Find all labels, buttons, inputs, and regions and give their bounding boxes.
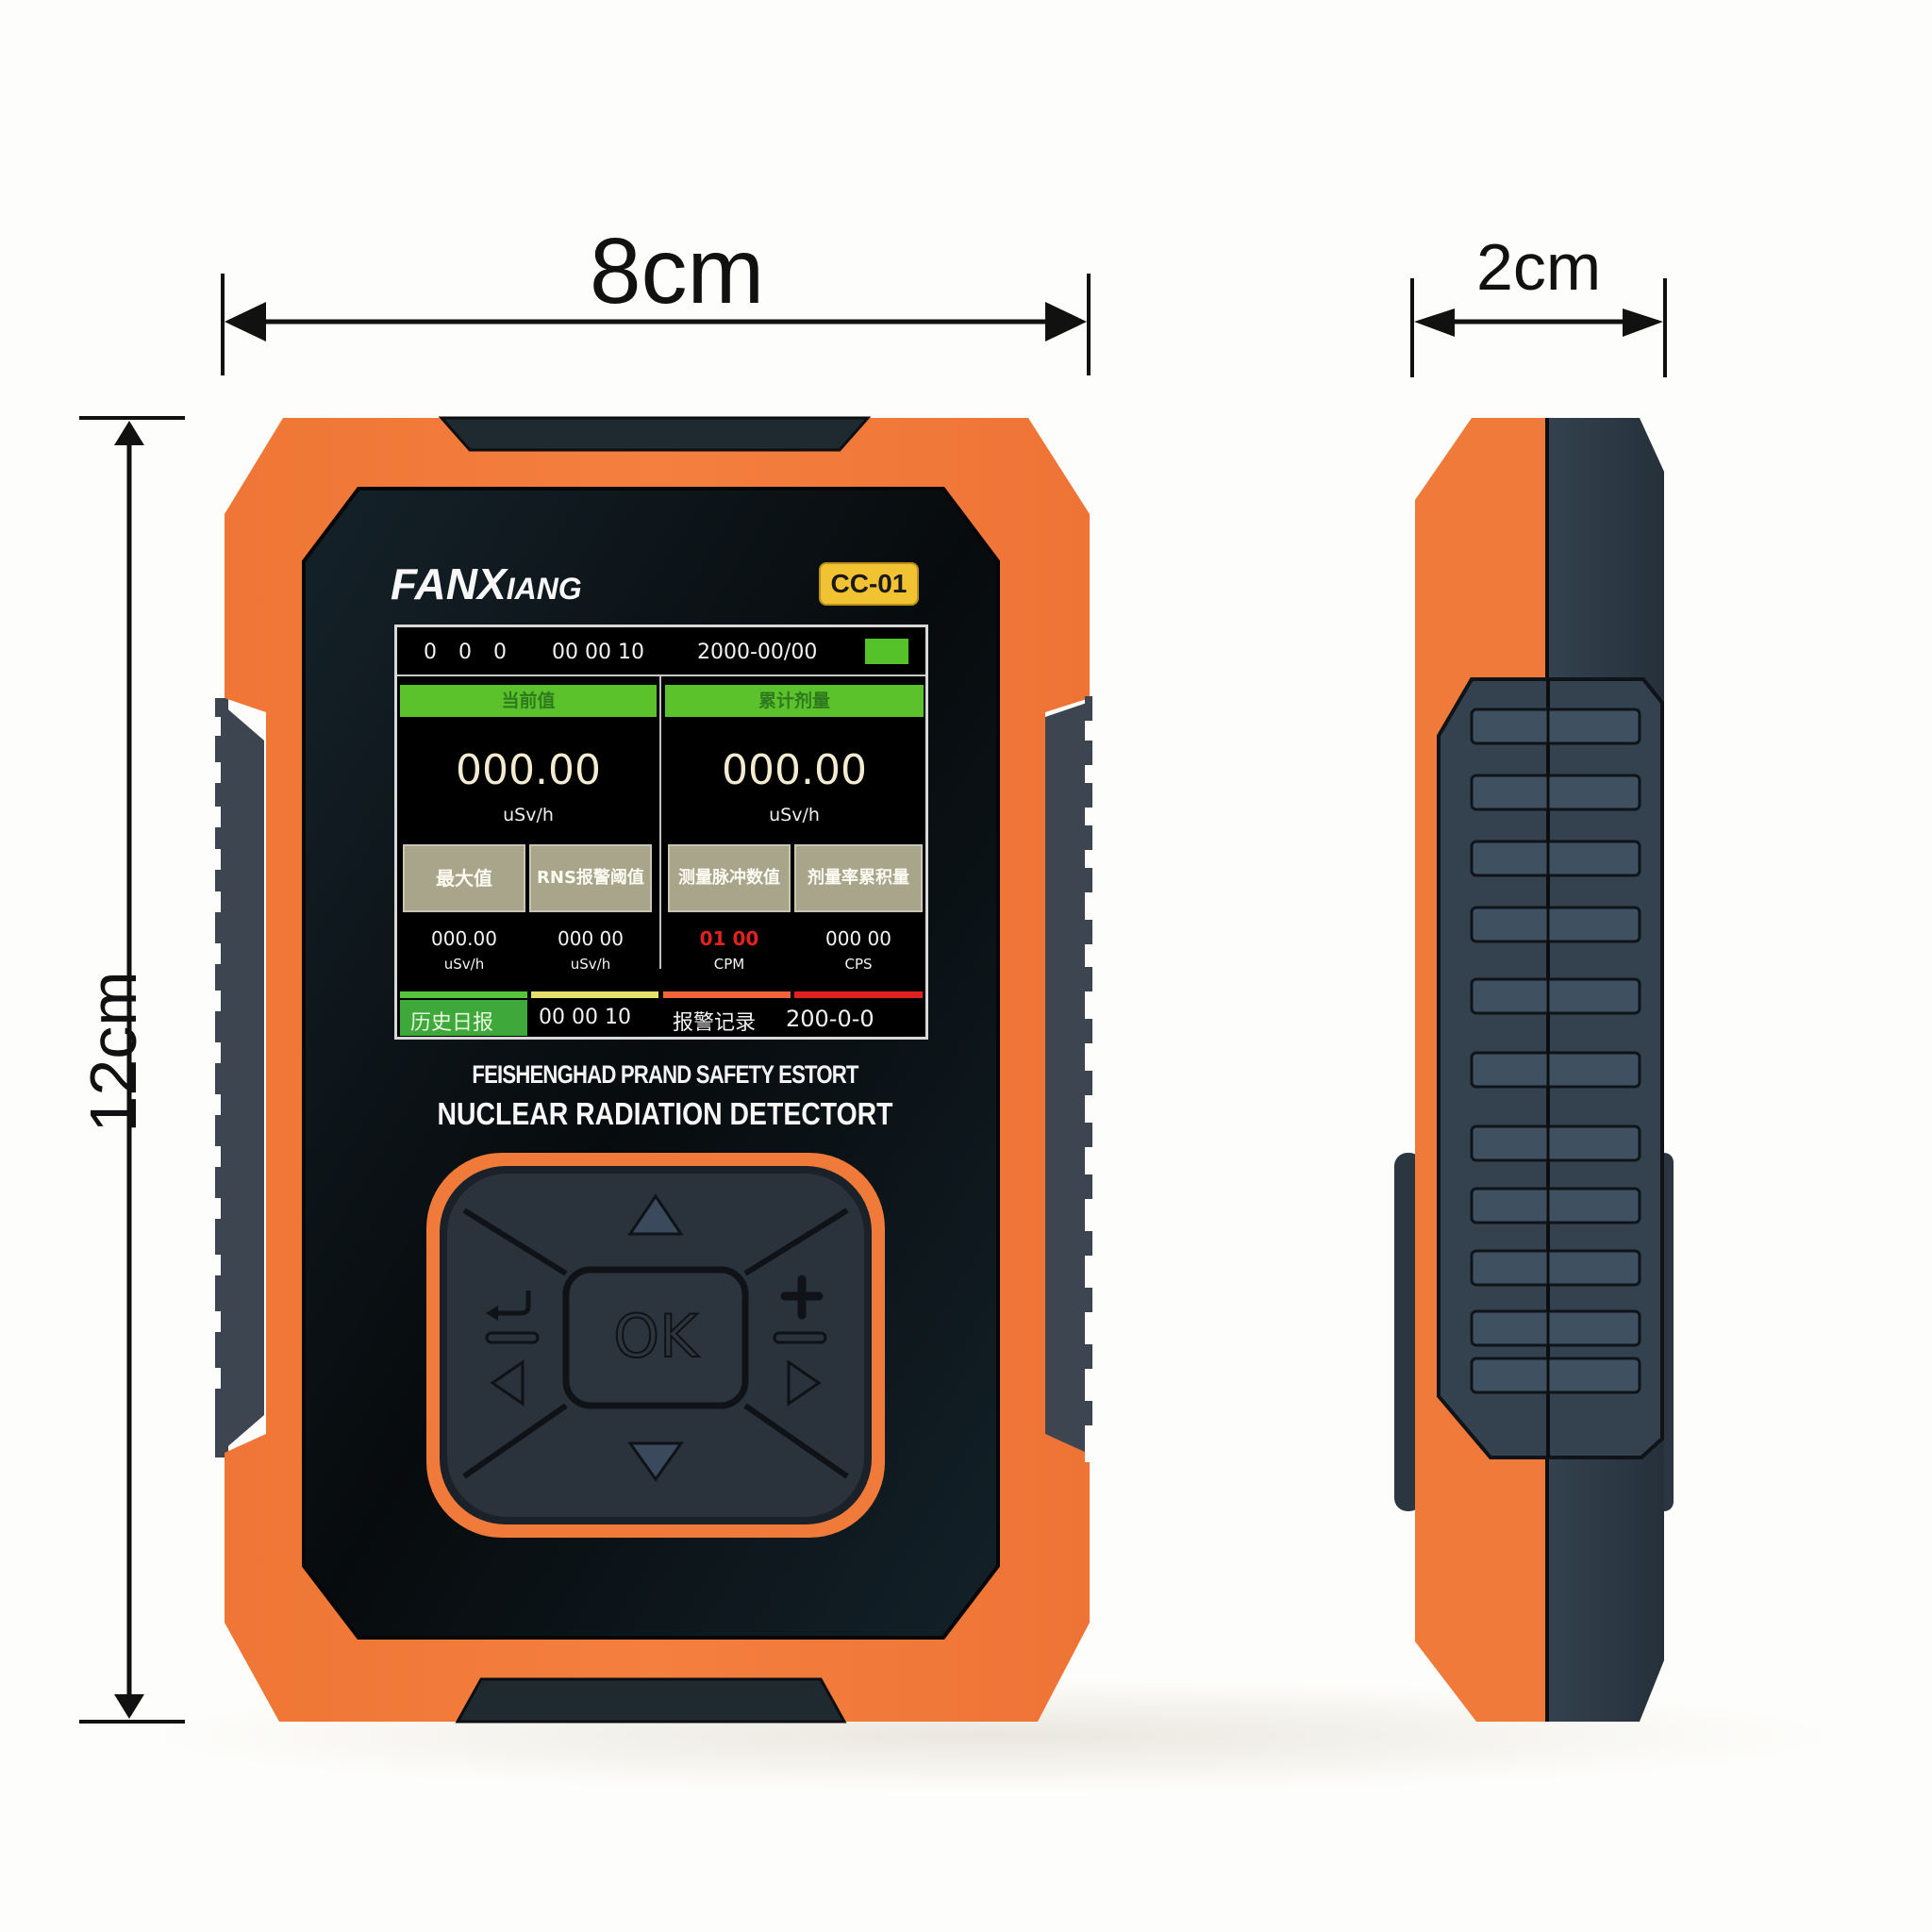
footer-mode-label: 历史日报 <box>410 1011 494 1035</box>
reading-value-3: 01 00 <box>699 927 759 950</box>
brand-small: IANG <box>506 572 582 606</box>
tile-label: 最大值 <box>436 867 492 890</box>
footer-mode-button[interactable] <box>400 1000 527 1036</box>
reading-unit-3: CPM <box>713 956 745 973</box>
lcd-screen: 0 0 0 00 00 10 2000-00/00 当前值 000.00 uSv… <box>394 625 928 1040</box>
reading-value-4: 000 00 <box>825 927 891 950</box>
return-arrow-icon <box>486 1306 498 1321</box>
panel-divider <box>659 676 661 969</box>
minus-icon <box>773 1331 827 1344</box>
right-panel-header: 累计剂量 <box>665 685 924 717</box>
footer-date: 200-0-0 <box>786 1006 874 1032</box>
depth-dimension-label: 2cm <box>1476 230 1602 304</box>
battery-icon <box>865 639 908 664</box>
status-time: 00 00 10 <box>552 641 644 664</box>
footer-alarm-label: 报警记录 <box>673 1011 757 1035</box>
level-bar-yellow <box>531 991 658 998</box>
right-panel-value: 000.00 <box>722 746 867 794</box>
reading-value-2: 000 00 <box>558 927 624 950</box>
tagline-line2: NUCLEAR RADIATION DETECTORT <box>437 1096 893 1131</box>
tile-label: 剂量率累积量 <box>808 868 909 888</box>
tile-max-value[interactable]: 最大值 <box>403 844 525 912</box>
left-dash-icon <box>485 1331 540 1344</box>
level-bar-green <box>400 991 527 998</box>
tile-label: 测量脉冲数值 <box>678 868 780 888</box>
tagline-line1: FEISHENGHAD PRAND SAFETY ESTORT <box>472 1060 858 1089</box>
up-button[interactable] <box>627 1193 684 1236</box>
reading-unit-2: uSv/h <box>570 956 611 973</box>
status-date: 2000-00/00 <box>697 641 818 664</box>
down-button[interactable] <box>627 1441 684 1482</box>
tile-pulse-count[interactable]: 测量脉冲数值 <box>668 844 791 912</box>
ok-label: OK <box>612 1302 698 1371</box>
up-arrow-icon <box>627 1193 684 1236</box>
footer-time: 00 00 10 <box>539 1006 631 1029</box>
tile-dose-accumulation[interactable]: 剂量率累积量 <box>794 844 923 912</box>
brand-logo: FANXIANG <box>391 558 582 609</box>
left-panel-header: 当前值 <box>400 685 657 717</box>
reading-value-1: 000.00 <box>431 927 497 950</box>
brand-main: FANX <box>391 559 507 608</box>
left-panel-value: 000.00 <box>456 746 601 794</box>
level-bar-orange <box>663 991 791 998</box>
reading-unit-1: uSv/h <box>443 956 485 973</box>
plus-icon <box>780 1274 824 1320</box>
width-dimension-label: 8cm <box>590 219 765 323</box>
model-badge: CC-01 <box>819 562 919 606</box>
down-arrow-icon <box>627 1441 684 1482</box>
right-panel-unit: uSv/h <box>769 805 820 825</box>
plus-right-button[interactable] <box>773 1274 827 1407</box>
tile-label: RNS报警阈值 <box>537 868 644 888</box>
ok-button[interactable] <box>562 1266 749 1409</box>
back-left-button[interactable] <box>485 1291 540 1407</box>
status-indicators: 0 0 0 <box>424 641 514 664</box>
status-divider <box>397 675 925 676</box>
return-icon <box>491 1291 531 1316</box>
reading-unit-4: CPS <box>844 956 873 973</box>
right-arrow-icon <box>787 1359 822 1407</box>
tile-alarm-threshold[interactable]: RNS报警阈值 <box>529 844 652 912</box>
level-bar-red <box>794 991 923 998</box>
left-panel-unit: uSv/h <box>503 805 554 825</box>
left-arrow-icon <box>490 1359 525 1407</box>
